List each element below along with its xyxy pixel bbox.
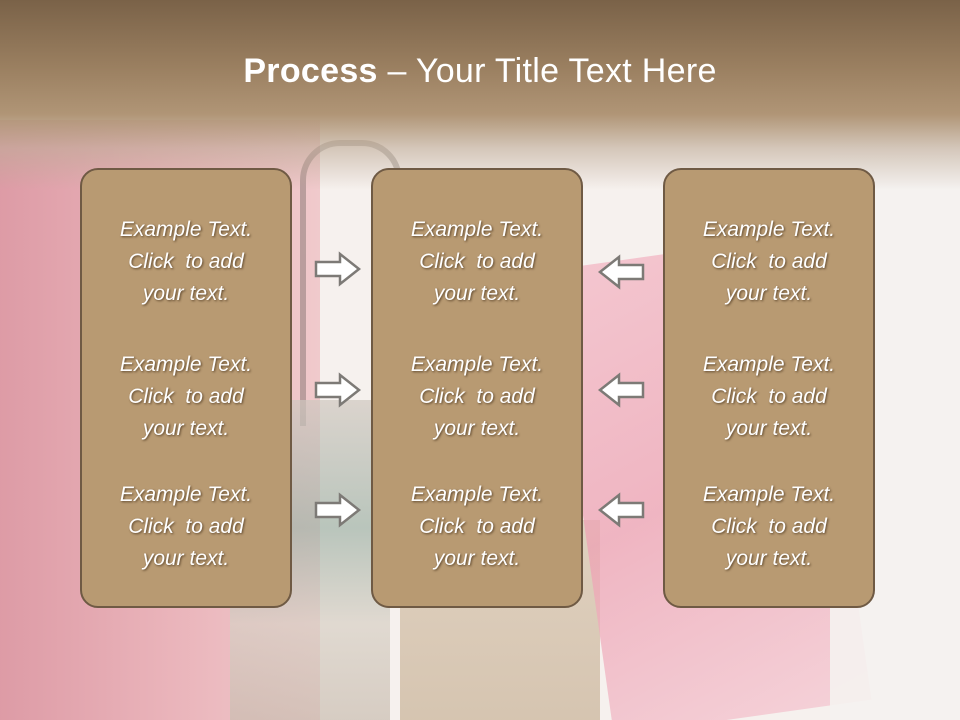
text-line: Click to add bbox=[419, 385, 535, 408]
text-line: Example Text. bbox=[410, 483, 544, 506]
text-placeholder[interactable]: Example Text. Click to add your text. bbox=[665, 479, 873, 575]
text-placeholder[interactable]: Example Text. Click to add your text. bbox=[373, 479, 581, 575]
text-placeholder[interactable]: Example Text. Click to add your text. bbox=[665, 349, 873, 445]
text-line: Example Text. bbox=[702, 218, 836, 241]
arrow-left-icon[interactable] bbox=[597, 254, 645, 290]
text-line: your text. bbox=[433, 282, 521, 305]
text-line: your text. bbox=[142, 547, 230, 570]
text-line: Click to add bbox=[711, 385, 827, 408]
arrow-right-icon[interactable] bbox=[314, 251, 362, 287]
text-line: Click to add bbox=[711, 515, 827, 538]
text-line: your text. bbox=[142, 282, 230, 305]
text-line: Example Text. bbox=[119, 218, 253, 241]
text-line: Example Text. bbox=[119, 483, 253, 506]
text-line: Click to add bbox=[419, 515, 535, 538]
text-line: your text. bbox=[433, 417, 521, 440]
text-line: Click to add bbox=[128, 250, 244, 273]
arrow-left-icon[interactable] bbox=[597, 372, 645, 408]
title-rest-text: – Your Title Text Here bbox=[377, 52, 717, 90]
title-banner bbox=[0, 0, 960, 190]
arrow-right-icon[interactable] bbox=[314, 372, 362, 408]
text-line: your text. bbox=[433, 547, 521, 570]
text-line: Example Text. bbox=[702, 353, 836, 376]
text-placeholder[interactable]: Example Text. Click to add your text. bbox=[665, 214, 873, 310]
text-line: Click to add bbox=[419, 250, 535, 273]
process-box-3[interactable]: Example Text. Click to add your text. Ex… bbox=[663, 168, 875, 608]
text-placeholder[interactable]: Example Text. Click to add your text. bbox=[82, 349, 290, 445]
text-placeholder[interactable]: Example Text. Click to add your text. bbox=[82, 479, 290, 575]
arrow-left-icon[interactable] bbox=[597, 492, 645, 528]
text-line: Click to add bbox=[128, 385, 244, 408]
title-bold-text: Process bbox=[243, 52, 378, 90]
text-line: Example Text. bbox=[410, 353, 544, 376]
text-placeholder[interactable]: Example Text. Click to add your text. bbox=[373, 214, 581, 310]
text-line: your text. bbox=[725, 547, 813, 570]
arrow-right-icon[interactable] bbox=[314, 492, 362, 528]
text-line: Click to add bbox=[128, 515, 244, 538]
text-line: your text. bbox=[725, 282, 813, 305]
text-placeholder[interactable]: Example Text. Click to add your text. bbox=[373, 349, 581, 445]
text-line: Example Text. bbox=[119, 353, 253, 376]
slide-title[interactable]: Process – Your Title Text Here bbox=[0, 52, 960, 91]
text-placeholder[interactable]: Example Text. Click to add your text. bbox=[82, 214, 290, 310]
text-line: your text. bbox=[725, 417, 813, 440]
process-box-1[interactable]: Example Text. Click to add your text. Ex… bbox=[80, 168, 292, 608]
text-line: your text. bbox=[142, 417, 230, 440]
text-line: Example Text. bbox=[410, 218, 544, 241]
process-box-2[interactable]: Example Text. Click to add your text. Ex… bbox=[371, 168, 583, 608]
text-line: Example Text. bbox=[702, 483, 836, 506]
text-line: Click to add bbox=[711, 250, 827, 273]
